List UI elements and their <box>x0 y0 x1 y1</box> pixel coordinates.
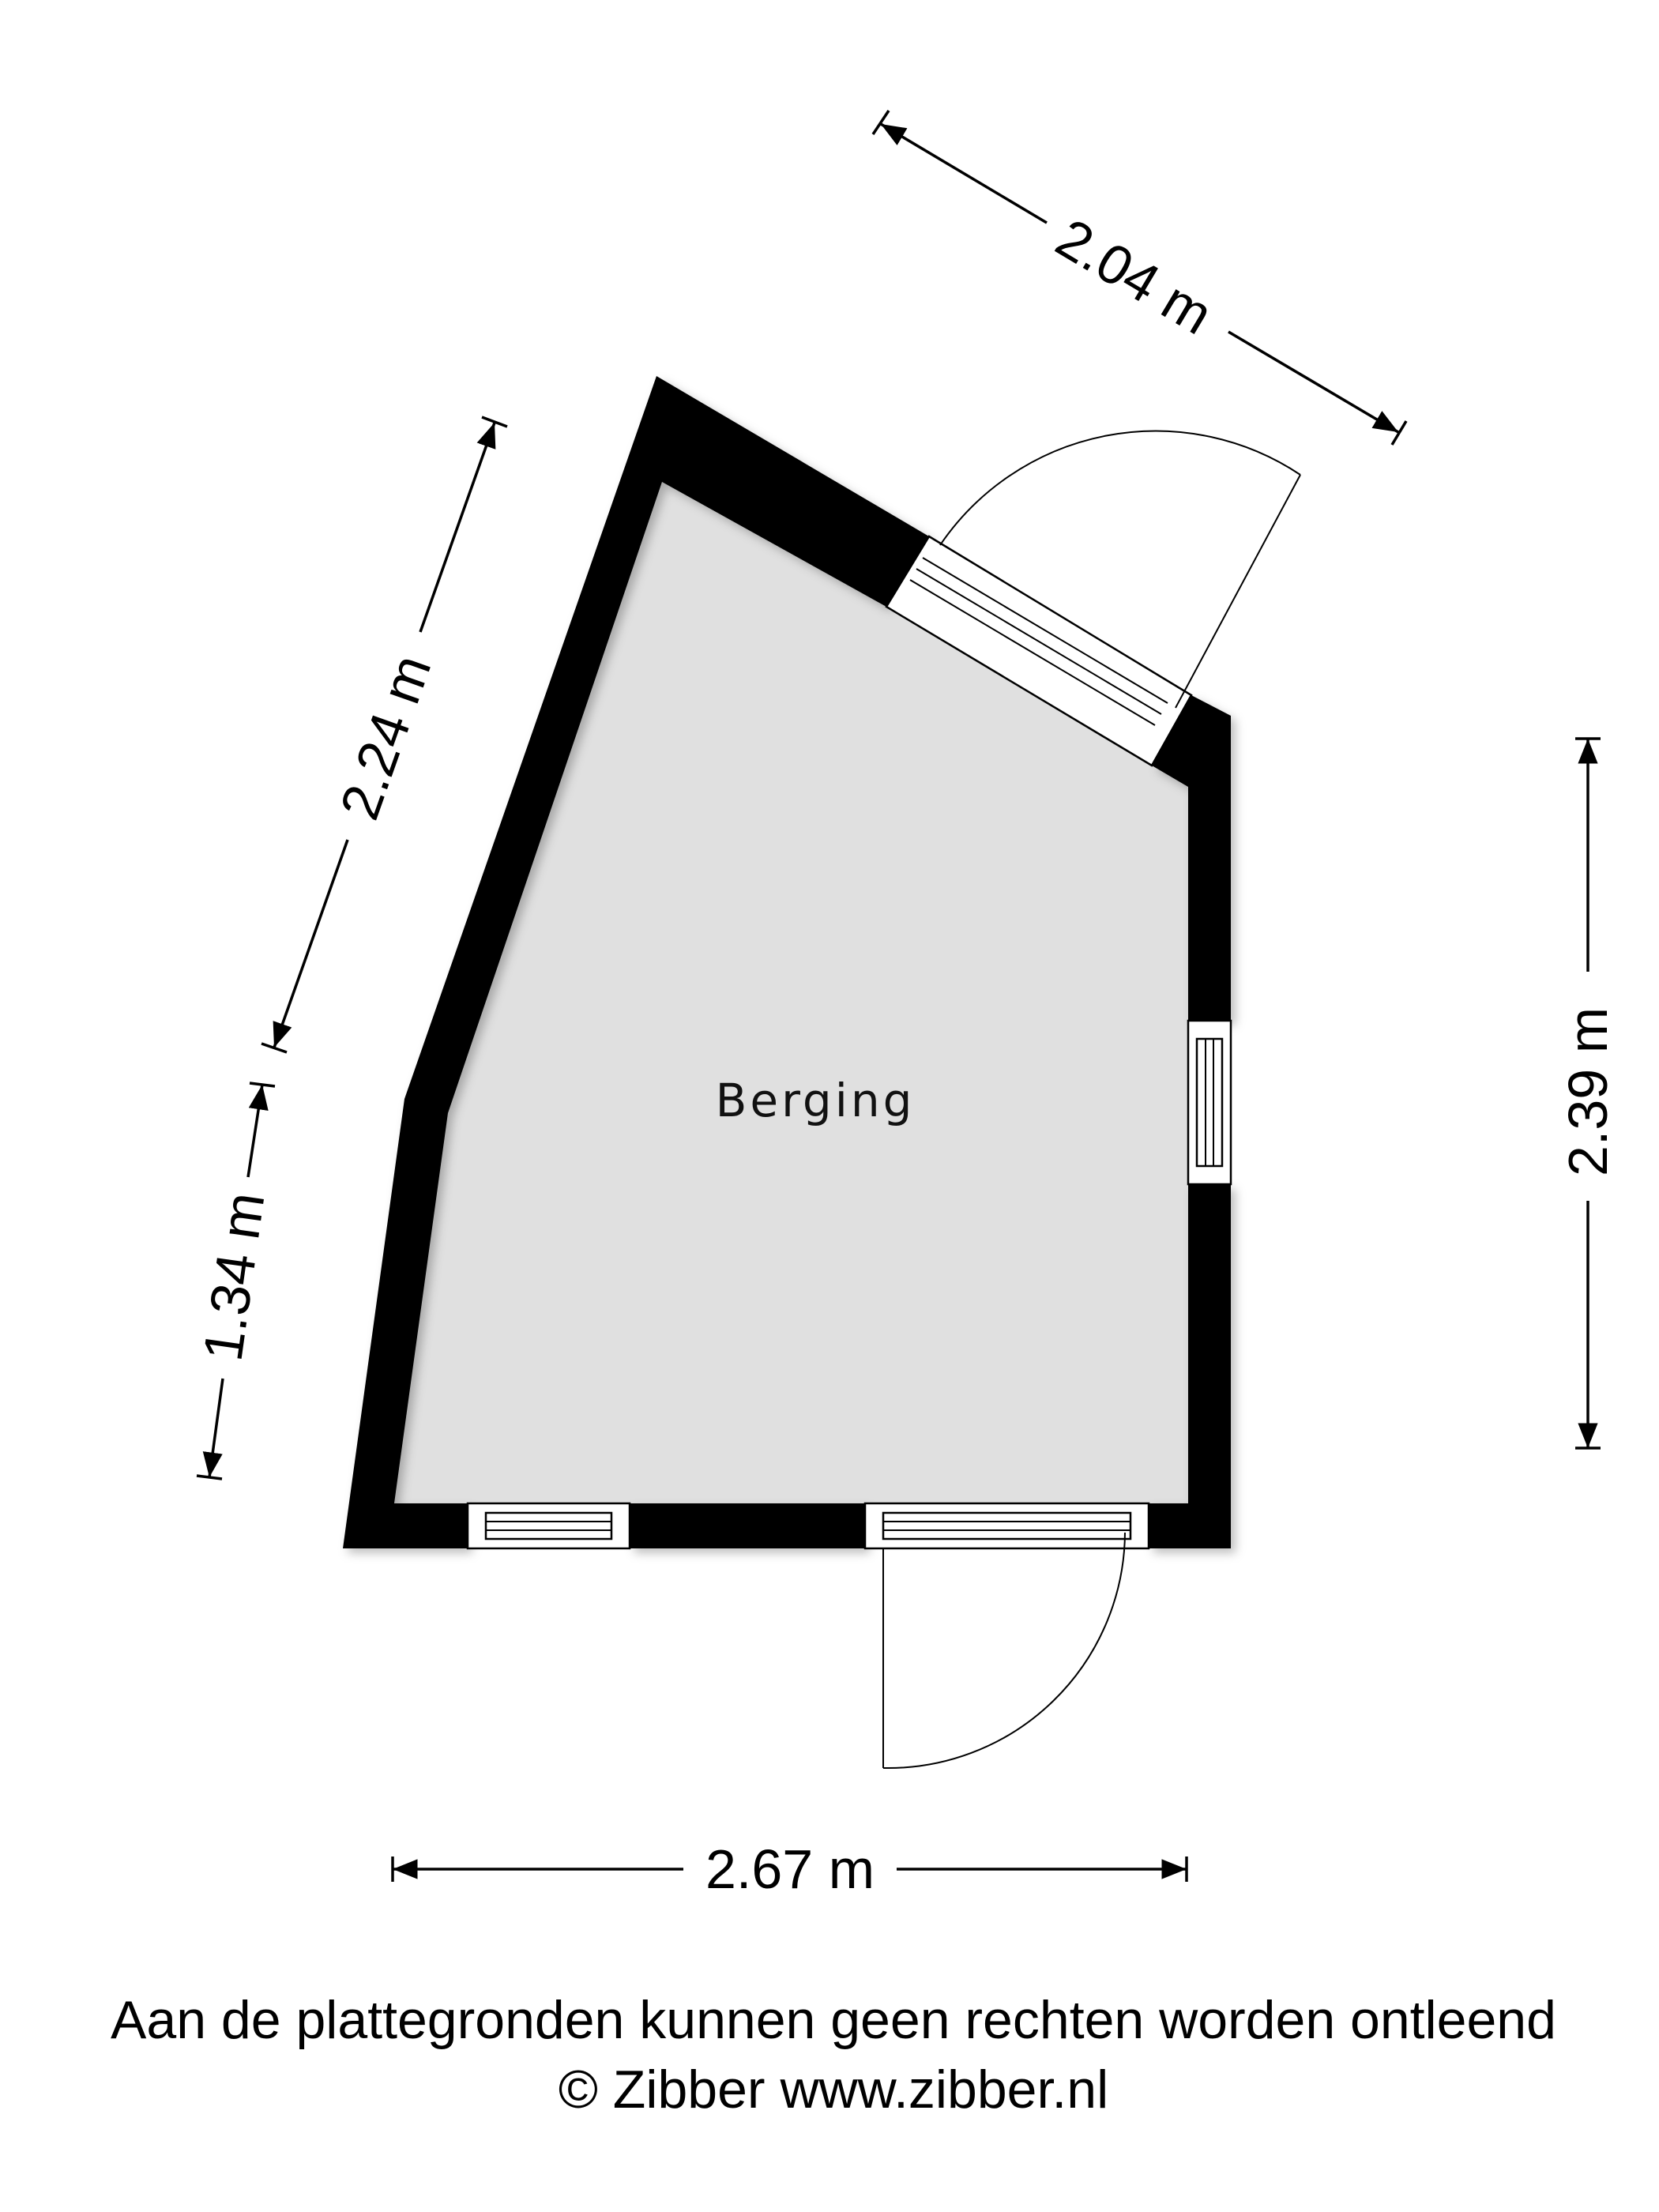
dimension-label: 1.34 m <box>191 1189 276 1365</box>
window-bottom-left <box>466 1502 631 1550</box>
door-swing-arc <box>882 1532 1126 1770</box>
wall-left-top <box>343 376 929 1548</box>
dimension-right: 2.39 m <box>1557 737 1619 1450</box>
door-leaf <box>1175 474 1301 709</box>
room-floor <box>394 482 1188 1503</box>
dimension-top-diagonal: 2.04 m <box>871 110 1408 446</box>
dimension-label: 2.39 m <box>1557 1007 1619 1176</box>
window-right <box>1187 1019 1232 1186</box>
dimension-label: 2.04 m <box>1046 207 1223 347</box>
room-label: Berging <box>716 1074 916 1127</box>
disclaimer-text: Aan de plattegronden kunnen geen rechten… <box>111 1990 1556 2050</box>
dimension-bottom: 2.67 m <box>391 1838 1188 1900</box>
wall-bottom-middle <box>630 1503 865 1548</box>
dimension-label: 2.67 m <box>705 1838 875 1900</box>
door-bottom <box>863 1502 1150 1770</box>
door-top <box>885 430 1301 767</box>
dimension-label: 2.24 m <box>329 647 443 827</box>
dimension-left-lower: 1.34 m <box>191 1082 276 1480</box>
copyright-text: © Zibber www.zibber.nl <box>559 2060 1108 2120</box>
door-swing-arc <box>939 430 1301 546</box>
wall-bottom-right <box>1149 1184 1231 1548</box>
wall-upper-right <box>1152 695 1231 1021</box>
